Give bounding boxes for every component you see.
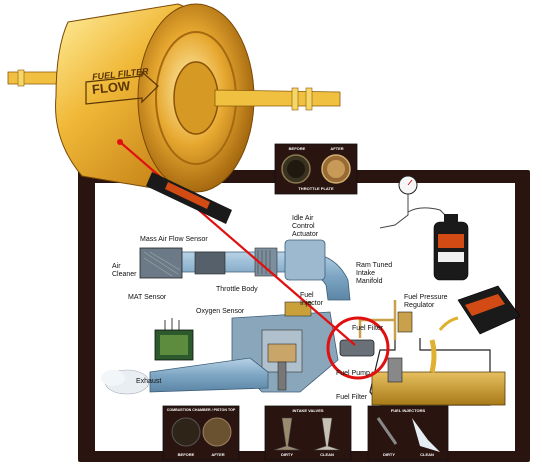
additive-bottle-1 bbox=[433, 214, 469, 281]
filter-flow-text: FLOW bbox=[91, 78, 131, 97]
label-mass-air-flow-sensor: Mass Air Flow Sensor bbox=[140, 236, 208, 243]
throttle-plate-title: THROTTLE PLATE bbox=[298, 186, 334, 191]
combustion-title: COMBUSTION CHAMBER / PISTON TOP bbox=[166, 408, 236, 412]
label-fuel-filter-bottom: Fuel Filter bbox=[336, 394, 368, 401]
additive-bottle-2 bbox=[429, 285, 521, 373]
label-throttle-body: Throttle Body bbox=[216, 286, 258, 293]
combustion-before-label: BEFORE bbox=[177, 452, 195, 457]
intake-valves-inset bbox=[264, 405, 352, 461]
combustion-after-label: AFTER bbox=[211, 452, 225, 457]
label-fuel-filter: Fuel Filter bbox=[352, 325, 384, 332]
fuel-injectors-dirty-label: DIRTY bbox=[383, 452, 395, 457]
label-fuel-injector: Fuel Injector bbox=[300, 292, 323, 307]
throttle-before-label: BEFORE bbox=[288, 146, 306, 151]
throttle-plate-inset bbox=[274, 143, 358, 195]
label-mat-sensor: MAT Sensor bbox=[128, 294, 167, 301]
fuel-system bbox=[339, 300, 506, 406]
label-fuel-pressure-regulator: Fuel Pressure Regulator bbox=[404, 294, 448, 309]
label-ram-tuned-intake-manifold: Ram Tuned Intake Manifold bbox=[356, 262, 393, 285]
combustion-inset bbox=[162, 405, 240, 461]
additive-tube bbox=[146, 172, 232, 224]
label-exhaust: Exhaust bbox=[136, 378, 162, 385]
fuel-injectors-clean-label: CLEAN bbox=[420, 452, 434, 457]
label-idle-air-control-actuator: Idle Air Control Actuator bbox=[292, 215, 319, 238]
pressure-gauge bbox=[379, 175, 453, 229]
fuel-injectors-title: FUEL INJECTORS bbox=[390, 408, 426, 413]
ecu-box bbox=[154, 318, 194, 361]
label-air-cleaner: Air Cleaner bbox=[112, 263, 137, 278]
label-oxygen-sensor: Oxygen Sensor bbox=[196, 308, 245, 315]
fuel-filter-photo bbox=[7, 3, 341, 193]
air-cleaner bbox=[139, 247, 226, 279]
intake-valves-title: INTAKE VALVES bbox=[292, 408, 324, 413]
exhaust-pipe bbox=[101, 357, 269, 395]
label-fuel-pump: Fuel Pump bbox=[336, 370, 370, 377]
fuel-injectors-inset bbox=[367, 405, 449, 461]
intake-valves-dirty-label: DIRTY bbox=[281, 452, 293, 457]
intake-valves-clean-label: CLEAN bbox=[320, 452, 334, 457]
throttle-after-label: AFTER bbox=[330, 146, 344, 151]
